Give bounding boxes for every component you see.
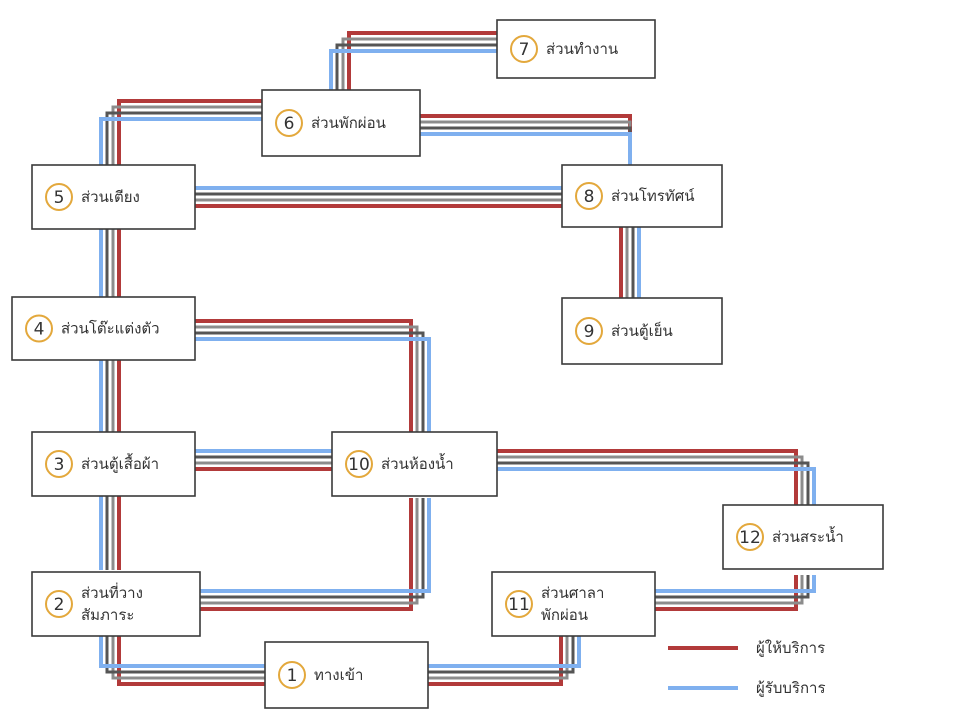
route-left-spine-provider-line xyxy=(117,99,265,570)
node-11-label-line-2: พักผ่อน xyxy=(541,606,588,624)
node-9-label: ส่วนตู้เย็น xyxy=(611,321,673,340)
route-bath-to-pool-middle-light-line xyxy=(497,455,804,515)
route-dressing-to-bath-middle-light-line xyxy=(195,325,419,436)
node-1-badge xyxy=(278,661,306,689)
node-11-badge xyxy=(505,590,533,618)
route-pool-to-pavilion xyxy=(655,575,816,611)
route-left-spine-middle-light-line xyxy=(111,105,265,570)
route-left-spine-receiver-line xyxy=(99,117,265,570)
node-10-number: 10 xyxy=(348,455,370,475)
node-1-number: 1 xyxy=(287,666,298,686)
route-tv-to-fridge xyxy=(619,225,641,298)
node-5-badge xyxy=(45,183,73,211)
node-5-number: 5 xyxy=(54,188,65,208)
route-bath-to-storage-provider-line xyxy=(200,498,413,611)
route-rest-to-tv xyxy=(420,114,632,165)
route-left-spine-middle-line xyxy=(105,111,265,570)
node-5: 5 ส่วนเตียง xyxy=(31,164,196,230)
node-3-badge xyxy=(45,450,73,478)
node-1-label: ทางเข้า xyxy=(314,666,363,684)
route-bath-to-pool-middle-line xyxy=(497,461,810,515)
node-4-number: 4 xyxy=(34,320,45,340)
node-3: 3 ส่วนตู้เสื้อผ้า xyxy=(31,431,196,497)
route-bath-to-pool xyxy=(497,449,816,515)
route-dressing-to-bath-middle-line xyxy=(195,331,425,436)
legend-item-receiver: ผู้รับบริการ xyxy=(668,679,826,697)
route-pool-to-pavilion-middle-light-line xyxy=(655,575,804,605)
route-pavilion-to-entrance-provider-line xyxy=(428,630,563,686)
route-dressing-to-bath-receiver-line xyxy=(195,337,431,436)
node-5-label: ส่วนเตียง xyxy=(81,188,140,206)
route-pavilion-to-entrance-middle-line xyxy=(428,630,575,674)
node-2-label-line-2: สัมภาระ xyxy=(81,606,134,624)
node-9: 9 ส่วนตู้เย็น xyxy=(561,297,723,365)
route-bath-to-storage-middle-light-line xyxy=(200,498,419,605)
node-2-number: 2 xyxy=(54,595,65,615)
node-7-label: ส่วนทำงาน xyxy=(546,40,618,58)
node-9-badge xyxy=(575,317,603,345)
node-9-number: 9 xyxy=(584,322,595,342)
route-rest-to-tv-receiver-line xyxy=(420,132,632,165)
node-2-badge xyxy=(45,590,73,618)
route-left-spine xyxy=(99,99,265,570)
node-12-label: ส่วนสระน้ำ xyxy=(772,526,844,546)
node-12-badge xyxy=(736,523,764,551)
node-11-number: 11 xyxy=(508,595,530,615)
route-pool-to-pavilion-provider-line xyxy=(655,575,798,611)
route-bath-to-storage-middle-line xyxy=(200,498,425,599)
node-10-label: ส่วนห้องน้ำ xyxy=(381,453,454,473)
legend-provider-label: ผู้ให้บริการ xyxy=(756,639,825,657)
node-1: 1 ทางเข้า xyxy=(264,641,429,709)
node-8-label: ส่วนโทรทัศน์ xyxy=(611,187,695,205)
route-bath-to-pool-receiver-line xyxy=(497,467,816,515)
node-6-label: ส่วนพักผ่อน xyxy=(311,114,386,132)
node-12-number: 12 xyxy=(739,528,761,548)
route-pavilion-to-entrance xyxy=(428,630,581,686)
route-pavilion-to-entrance-middle-light-line xyxy=(428,630,569,680)
route-wardrobe-to-bath xyxy=(195,449,332,471)
node-4-badge xyxy=(25,314,53,343)
route-bath-to-storage xyxy=(200,498,431,611)
node-2-label-line-1: ส่วนที่วาง xyxy=(81,582,143,602)
node-6-badge xyxy=(275,109,303,137)
node-12-box xyxy=(722,504,884,570)
route-pavilion-to-entrance-receiver-line xyxy=(428,630,581,668)
route-bed-to-tv xyxy=(195,186,565,208)
node-3-number: 3 xyxy=(54,455,65,475)
node-4-label: ส่วนโต๊ะแต่งตัว xyxy=(61,320,160,338)
legend-receiver-label: ผู้รับบริการ xyxy=(756,679,826,697)
node-7-number: 7 xyxy=(519,40,530,60)
route-dressing-to-bath-provider-line xyxy=(195,319,413,436)
node-10: 10 ส่วนห้องน้ำ xyxy=(331,431,498,497)
route-pool-to-pavilion-receiver-line xyxy=(655,575,816,593)
route-bath-to-pool-provider-line xyxy=(497,449,798,515)
route-dressing-to-bath xyxy=(195,319,431,436)
node-3-label: ส่วนตู้เสื้อผ้า xyxy=(81,453,159,473)
route-bath-to-storage-receiver-line xyxy=(200,498,431,593)
node-12: 12 ส่วนสระน้ำ xyxy=(722,504,884,570)
node-7: 7 ส่วนทำงาน xyxy=(496,19,656,79)
node-10-badge xyxy=(345,450,373,478)
node-8-badge xyxy=(575,182,603,210)
node-8-number: 8 xyxy=(584,187,595,207)
legend-item-provider: ผู้ให้บริการ xyxy=(668,639,825,657)
node-11-label-line-1: ส่วนศาลา xyxy=(541,584,604,602)
node-6-number: 6 xyxy=(284,114,295,134)
node-7-badge xyxy=(510,35,538,63)
route-pool-to-pavilion-middle-line xyxy=(655,575,810,599)
node-4: 4 ส่วนโต๊ะแต่งตัว xyxy=(11,296,196,361)
node-8: 8 ส่วนโทรทัศน์ xyxy=(561,164,723,228)
node-6: 6 ส่วนพักผ่อน xyxy=(261,89,421,157)
